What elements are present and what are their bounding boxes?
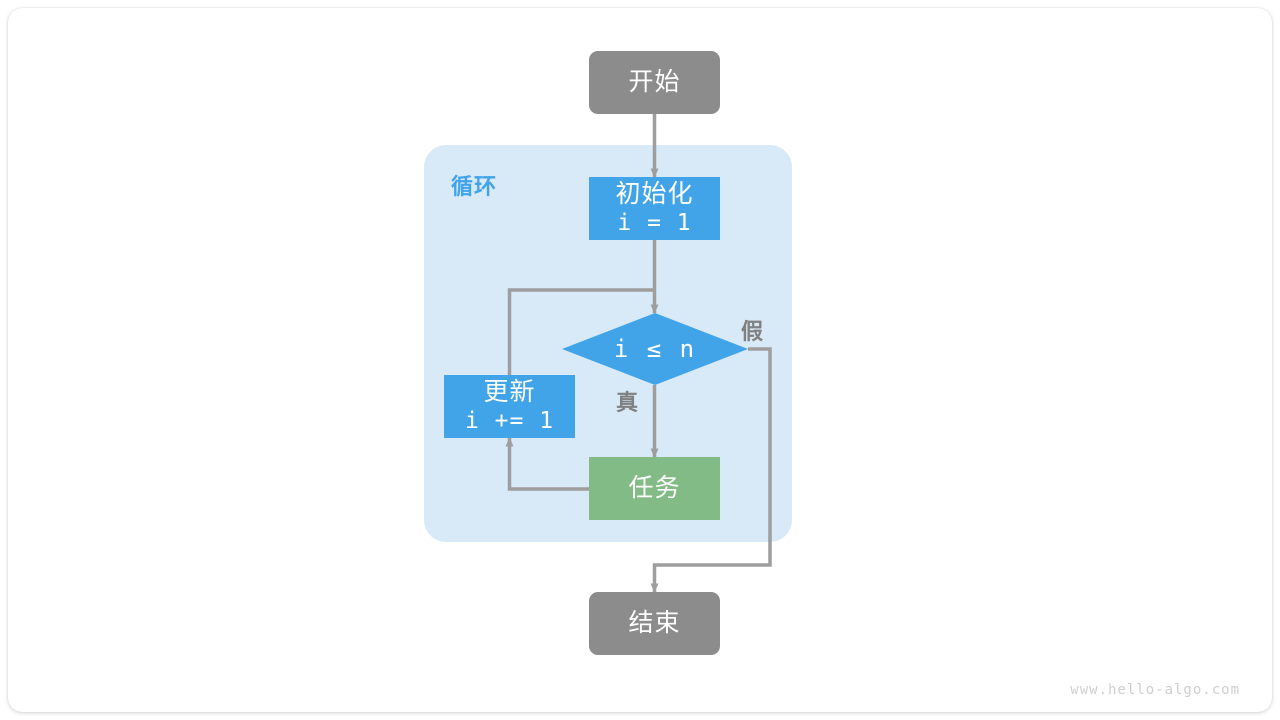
edge-task-to-update	[505, 437, 589, 491]
watermark: www.hello-algo.com	[1070, 682, 1240, 698]
init-node-sublabel: i = 1	[617, 209, 692, 236]
end-node-label: 结束	[628, 608, 681, 637]
update-node-sublabel: i += 1	[464, 407, 555, 434]
init-node-label: 初始化	[615, 180, 694, 209]
start-node[interactable]: 开始	[589, 51, 720, 114]
update-node-label: 更新	[483, 378, 536, 407]
condition-node-shape[interactable]	[562, 313, 748, 385]
edge-label-false: 假	[741, 319, 765, 344]
task-node[interactable]: 任务	[589, 457, 720, 520]
edge-update-to-condition	[507, 288, 655, 375]
task-node-label: 任务	[628, 473, 681, 502]
edge-label-true: 真	[616, 390, 640, 415]
init-node[interactable]: 初始化 i = 1	[589, 177, 720, 240]
loop-container-label: 循环	[451, 174, 498, 199]
start-node-label: 开始	[628, 67, 681, 96]
update-node[interactable]: 更新 i += 1	[444, 375, 575, 438]
end-node[interactable]: 结束	[589, 592, 720, 655]
edge-condition-to-end	[650, 347, 772, 593]
